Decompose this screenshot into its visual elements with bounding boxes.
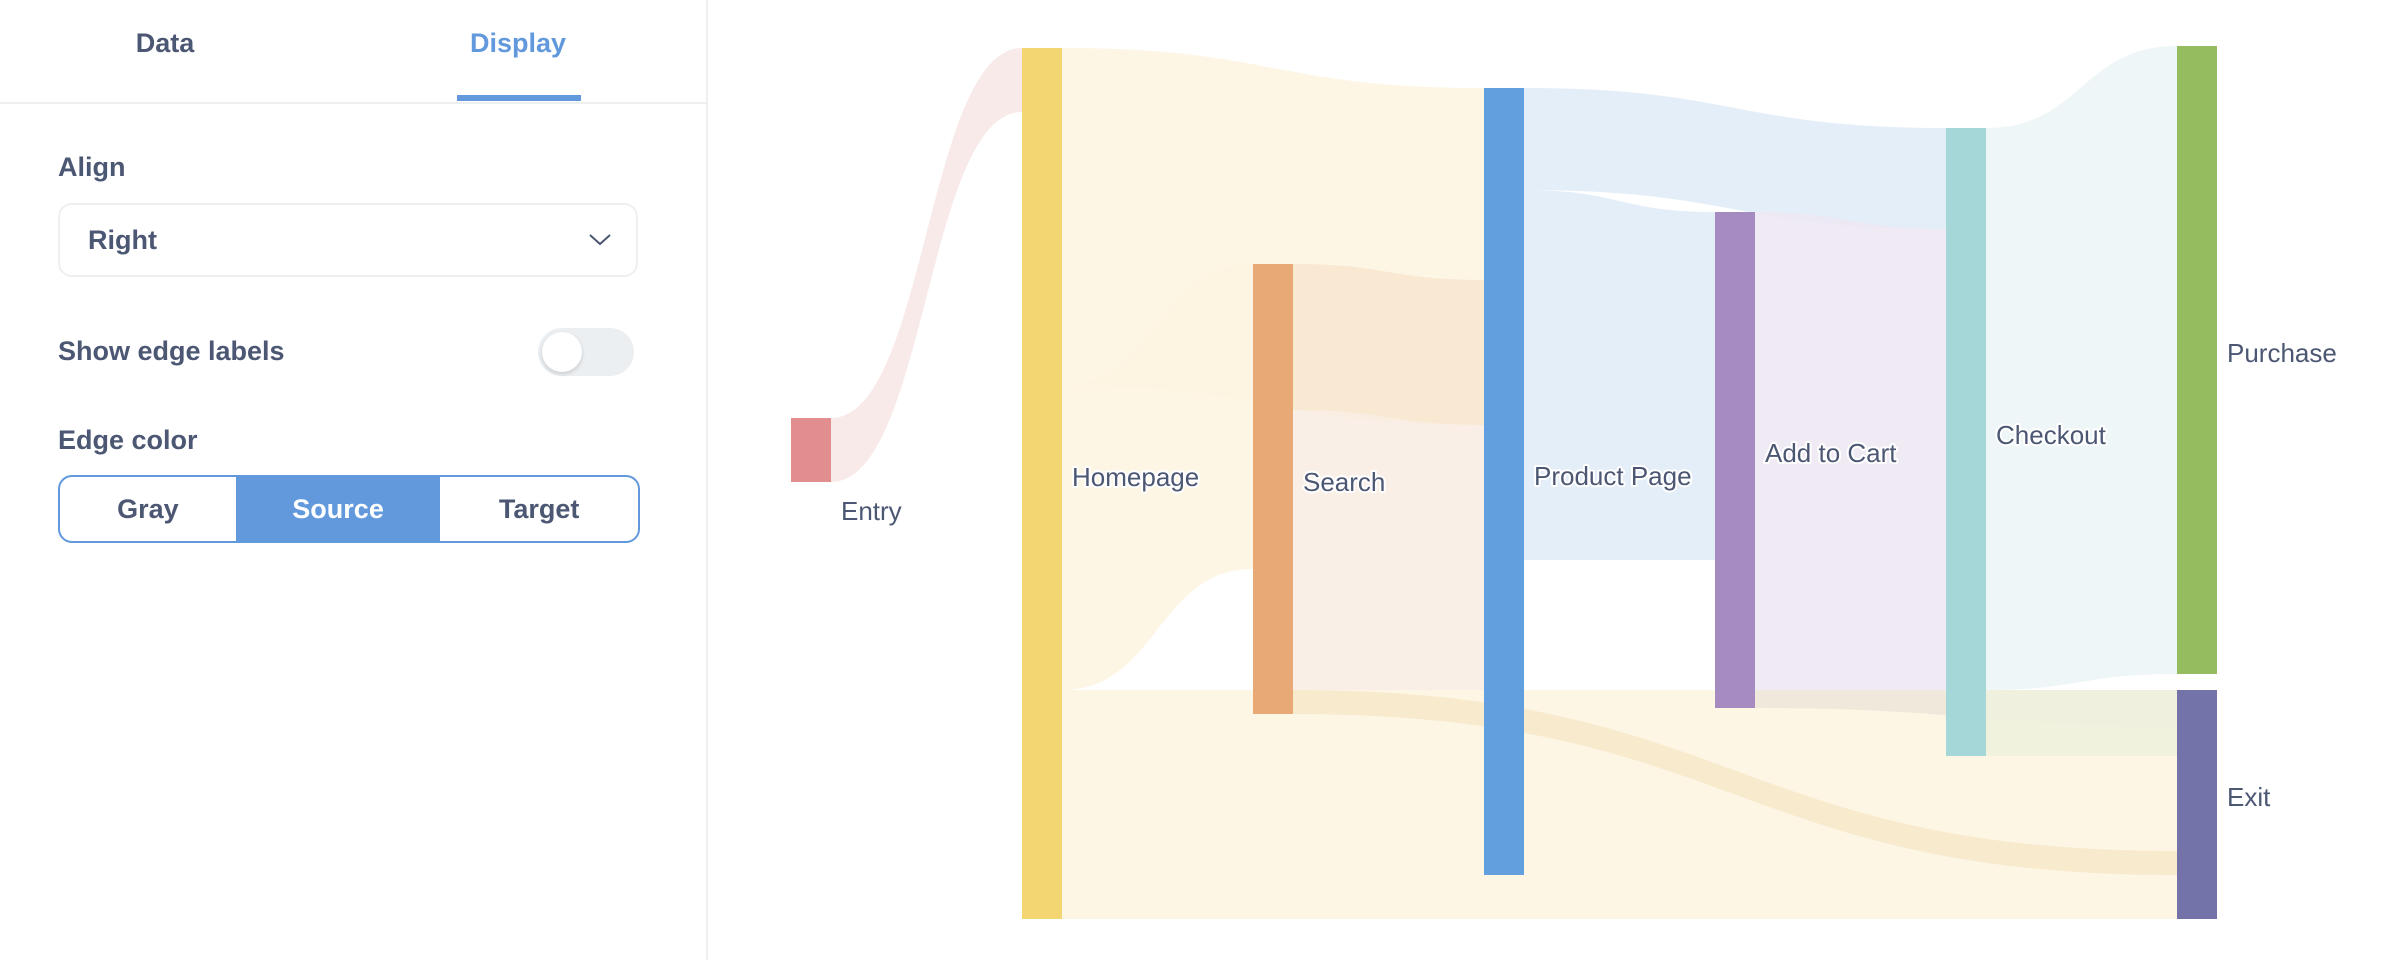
- sankey-link-checkout-to-exit[interactable]: [1986, 690, 2177, 756]
- sankey-node-product-page[interactable]: [1484, 88, 1524, 875]
- sankey-link-add-to-cart-to-checkout[interactable]: [1755, 212, 1946, 690]
- sankey-link-search-to-exit[interactable]: [1293, 690, 2177, 875]
- sankey-link-entry-to-homepage[interactable]: [831, 48, 1022, 482]
- node-label: Purchase: [2227, 338, 2337, 368]
- sankey-link-homepage-to-exit[interactable]: [1062, 690, 2177, 919]
- node-label: Add to Cart: [1765, 438, 1897, 468]
- edge-color-label: Edge color: [58, 425, 198, 455]
- sankey-node-exit[interactable]: [2177, 690, 2217, 919]
- node-label: Exit: [2227, 782, 2271, 812]
- sankey-node-checkout[interactable]: [1946, 128, 1986, 756]
- node-label: Homepage: [1072, 462, 1199, 492]
- sankey-link-product-page-to-checkout[interactable]: [1524, 88, 1946, 229]
- sankey-node-search[interactable]: [1253, 264, 1293, 714]
- align-label: Align: [58, 152, 126, 182]
- edge-color-gray-button[interactable]: Gray: [117, 493, 179, 524]
- sankey-node-purchase[interactable]: [2177, 46, 2217, 674]
- sankey-link-homepage-to-search[interactable]: [1062, 264, 1253, 690]
- edge-color-segmented-control: Gray Source Target: [58, 475, 640, 543]
- tab-display[interactable]: Display: [469, 28, 567, 58]
- align-select-value: Right: [88, 225, 157, 255]
- toggle-knob: [542, 332, 582, 372]
- edge-color-target-button[interactable]: Target: [498, 493, 580, 524]
- sankey-link-search-to-product-page[interactable]: [1293, 264, 1484, 425]
- sankey-links: [831, 46, 2177, 919]
- sankey-link-product-page-to-add-to-cart[interactable]: [1524, 190, 1715, 560]
- settings-sidebar: Data Display Align Right Show edge label…: [0, 0, 708, 960]
- show-edge-labels-toggle[interactable]: [538, 328, 634, 376]
- node-label: Product Page: [1534, 461, 1692, 491]
- settings-tabs: Data Display: [0, 0, 706, 104]
- sankey-labels: Entry Homepage Search Product Page Add to Ca…: [839, 336, 2339, 814]
- sankey-link-search-to-product-page[interactable]: [1293, 410, 1484, 690]
- sankey-link-checkout-to-purchase[interactable]: [1986, 46, 2177, 690]
- tab-data[interactable]: Data: [135, 28, 195, 58]
- node-label: Entry: [841, 496, 902, 526]
- sankey-nodes: [791, 46, 2217, 919]
- sankey-node-entry[interactable]: [791, 418, 831, 482]
- sankey-chart: Entry Homepage Search Product Page Add to Ca…: [791, 46, 2339, 919]
- node-label: Checkout: [1996, 420, 2107, 450]
- edge-color-source-button[interactable]: Source: [235, 477, 441, 541]
- active-tab-indicator: [457, 95, 581, 101]
- sankey-node-homepage[interactable]: [1022, 48, 1062, 919]
- chevron-down-icon: [589, 234, 611, 246]
- node-label: Search: [1303, 467, 1385, 497]
- sankey-node-add-to-cart[interactable]: [1715, 212, 1755, 708]
- align-select[interactable]: Right: [58, 203, 638, 277]
- show-edge-labels-label: Show edge labels: [58, 336, 285, 366]
